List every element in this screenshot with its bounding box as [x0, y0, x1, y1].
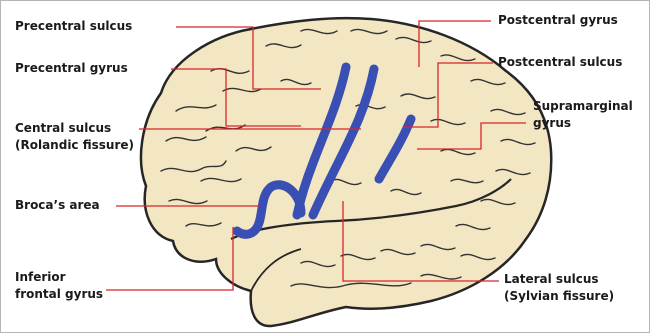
label-postcentral-sulcus: Postcentral sulcus: [498, 54, 622, 71]
label-postcentral-gyrus: Postcentral gyrus: [498, 12, 618, 29]
label-precentral-gyrus: Precentral gyrus: [15, 60, 128, 77]
label-lateral-sulcus: Lateral sulcus (Sylvian fissure): [504, 271, 614, 305]
label-central-sulcus-line1: Central sulcus: [15, 120, 134, 137]
label-supramarginal-gyrus-line2: gyrus: [533, 115, 633, 132]
label-lateral-sulcus-line2: (Sylvian fissure): [504, 288, 614, 305]
label-central-sulcus: Central sulcus (Rolandic fissure): [15, 120, 134, 154]
label-inferior-frontal-gyrus-line2: frontal gyrus: [15, 286, 103, 303]
label-inferior-frontal-gyrus: Inferior frontal gyrus: [15, 269, 103, 303]
label-precentral-sulcus: Precentral sulcus: [15, 18, 132, 35]
label-lateral-sulcus-line1: Lateral sulcus: [504, 271, 614, 288]
label-supramarginal-gyrus-line1: Supramarginal: [533, 98, 633, 115]
label-brocas-area: Broca’s area: [15, 197, 100, 214]
label-supramarginal-gyrus: Supramarginal gyrus: [533, 98, 633, 132]
label-inferior-frontal-gyrus-line1: Inferior: [15, 269, 103, 286]
label-central-sulcus-line2: (Rolandic fissure): [15, 137, 134, 154]
